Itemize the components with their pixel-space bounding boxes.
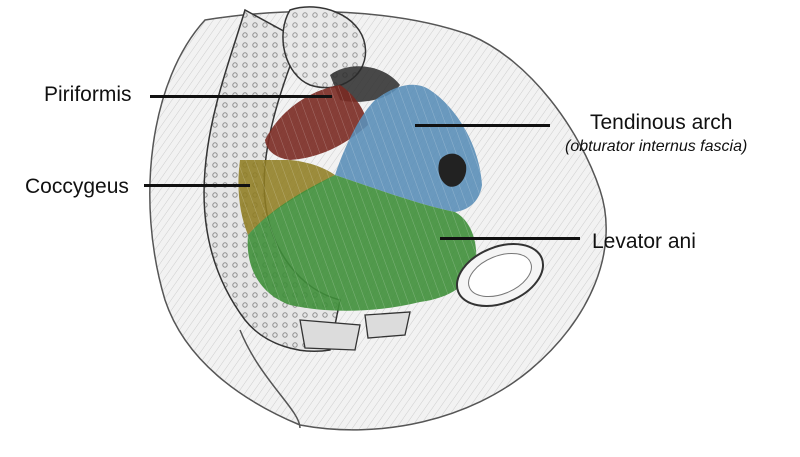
leader-levator-ani — [440, 237, 580, 240]
label-tendinous-arch-note: (obturator internus fascia) — [565, 138, 748, 155]
label-piriformis: Piriformis — [44, 83, 132, 106]
label-levator-ani: Levator ani — [592, 230, 696, 253]
lower-contour — [239, 329, 301, 429]
leader-tendinous-arch — [415, 124, 550, 127]
vertebra-texture — [282, 6, 366, 88]
obturator-canal — [438, 153, 467, 187]
leader-coccygeus — [144, 184, 250, 187]
leader-piriformis — [150, 95, 332, 98]
label-tendinous-arch: Tendinous arch — [590, 111, 733, 134]
label-coccygeus: Coccygeus — [25, 175, 129, 198]
coccyx-segments — [299, 311, 411, 351]
